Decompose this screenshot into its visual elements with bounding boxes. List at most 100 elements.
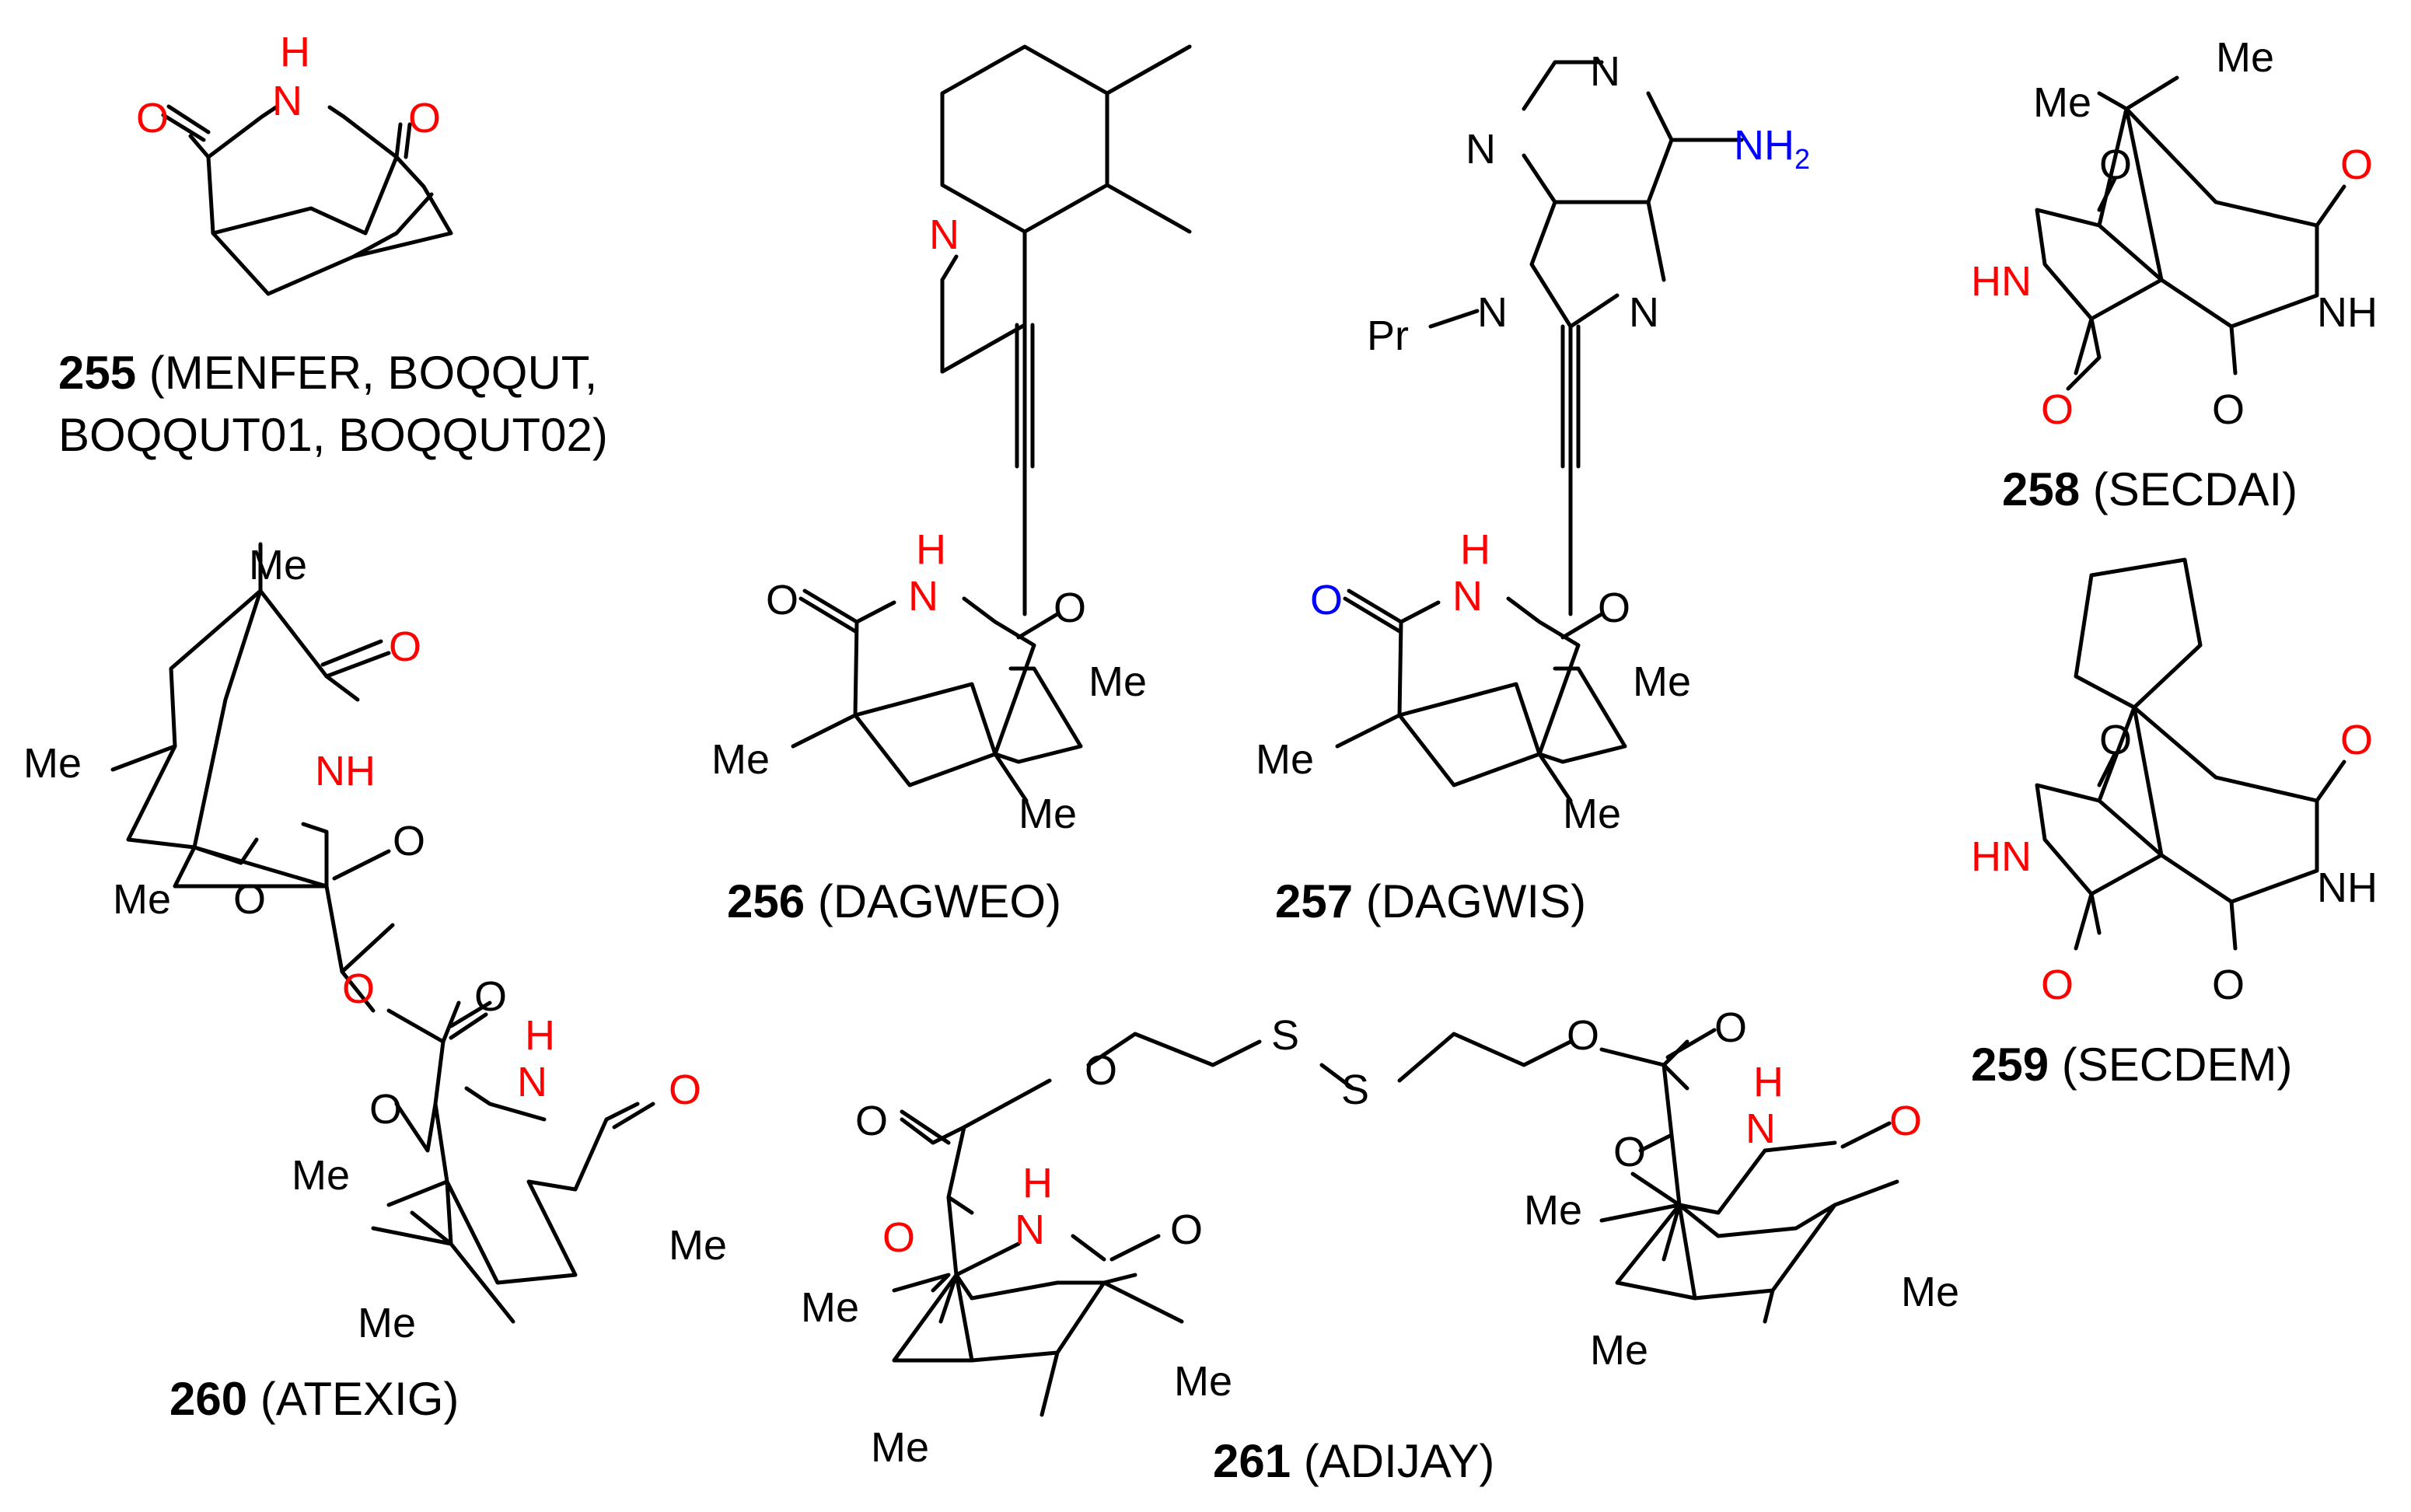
oxygen-label: O bbox=[2041, 386, 2074, 433]
oxygen-label: O bbox=[855, 1098, 888, 1144]
methyl-label: Me bbox=[358, 1300, 416, 1346]
imide-nh-label: HN bbox=[1971, 258, 2032, 305]
oxygen-label: O bbox=[474, 973, 507, 1020]
oxygen-label: O bbox=[369, 1086, 402, 1133]
hydrogen-label: H bbox=[280, 29, 310, 75]
compound-256: N O H N O Me Me Me 256 (DAGWEO) bbox=[711, 44, 1192, 927]
oxygen-label: O bbox=[2099, 717, 2132, 763]
methyl-label: Me bbox=[2033, 79, 2091, 126]
oxygen-label: O bbox=[2212, 962, 2245, 1008]
methyl-label: Me bbox=[669, 1222, 727, 1269]
hydrogen-label: H bbox=[525, 1012, 555, 1059]
compound-number-255: 255 bbox=[58, 347, 136, 399]
methyl-label: Me bbox=[871, 1424, 929, 1471]
oxygen-label: O bbox=[2099, 141, 2132, 188]
hydrogen-label: H bbox=[1022, 1160, 1053, 1206]
methyl-label: Me bbox=[1524, 1187, 1582, 1234]
methyl-label: Me bbox=[1563, 791, 1621, 837]
sulfur-label: S bbox=[1341, 1067, 1369, 1113]
compound-258: Me Me O O HN NH O O 258 (SECDAI) bbox=[1971, 34, 2378, 515]
methyl-label: Me bbox=[2216, 34, 2274, 81]
nitrogen-label: N bbox=[908, 573, 938, 620]
compound-260: Me O Me NH Me O O O O H N O O Me Me Me 2… bbox=[23, 542, 727, 1425]
nitrogen-label: N bbox=[1452, 573, 1483, 620]
methyl-label: Me bbox=[711, 736, 770, 783]
oxygen-label: O bbox=[1170, 1206, 1203, 1253]
oxygen-label: O bbox=[1310, 577, 1343, 623]
purine-nitrogen-label: N bbox=[1629, 289, 1659, 336]
nitrogen-label: N bbox=[1745, 1105, 1776, 1152]
methyl-label: Me bbox=[292, 1152, 350, 1199]
oxygen-label: O bbox=[766, 577, 798, 623]
nitrogen-label: N bbox=[517, 1059, 547, 1105]
hydrogen-label: H bbox=[1460, 526, 1490, 573]
compound-257: N N N N NH2 Pr O H N O Me Me Me 257 (DAG… bbox=[1256, 48, 1810, 927]
refcodes-261: (ADIJAY) bbox=[1304, 1435, 1495, 1487]
refcodes-260: (ATEXIG) bbox=[260, 1373, 459, 1425]
nitrogen-label: N bbox=[1015, 1206, 1045, 1253]
compound-255: O H N O 255 (MENFER, BOQQUT, BOQQUT01, B… bbox=[58, 29, 608, 461]
svg-text:256 (DAGWEO): 256 (DAGWEO) bbox=[727, 875, 1061, 927]
compound-number-260: 260 bbox=[169, 1373, 247, 1425]
refcodes-256: (DAGWEO) bbox=[818, 875, 1061, 927]
methyl-label: Me bbox=[113, 876, 171, 923]
nitrogen-label: NH bbox=[315, 748, 376, 794]
methyl-label: Me bbox=[1633, 658, 1691, 705]
svg-text:260 (ATEXIG): 260 (ATEXIG) bbox=[169, 1373, 459, 1425]
ester-oxygen-label: O bbox=[1085, 1047, 1117, 1094]
oxygen-label: O bbox=[2041, 962, 2074, 1008]
oxygen-label: O bbox=[2340, 141, 2373, 188]
oxygen-label: O bbox=[389, 623, 421, 670]
refcodes-257: (DAGWIS) bbox=[1366, 875, 1586, 927]
compound-number-261: 261 bbox=[1213, 1435, 1291, 1487]
oxygen-label: O bbox=[393, 818, 425, 864]
compound-number-259: 259 bbox=[1971, 1039, 2049, 1091]
imide-nh-label: HN bbox=[1971, 833, 2032, 880]
methyl-label: Me bbox=[1590, 1327, 1648, 1374]
quinoline-nitrogen-label: N bbox=[929, 211, 959, 258]
svg-text:261 (ADIJAY): 261 (ADIJAY) bbox=[1213, 1435, 1494, 1487]
oxygen-label: O bbox=[669, 1067, 701, 1113]
refcodes-255: (MENFER, BOQQUT, bbox=[149, 347, 598, 399]
svg-text:259 (SECDEM): 259 (SECDEM) bbox=[1971, 1039, 2292, 1091]
svg-text:255 (MENFER, BOQQUT,: 255 (MENFER, BOQQUT, bbox=[58, 347, 597, 399]
oxygen-label: O bbox=[2340, 717, 2373, 763]
refcodes-259: (SECDEM) bbox=[2062, 1039, 2293, 1091]
compound-number-256: 256 bbox=[727, 875, 805, 927]
ester-oxygen-label: O bbox=[342, 966, 375, 1012]
oxygen-label: O bbox=[2212, 386, 2245, 433]
methyl-label: Me bbox=[1019, 791, 1077, 837]
sulfur-label: S bbox=[1271, 1012, 1299, 1059]
propyl-label: Pr bbox=[1367, 313, 1409, 359]
compound-number-257: 257 bbox=[1275, 875, 1353, 927]
methyl-label: Me bbox=[1174, 1358, 1232, 1405]
compound-259: O O HN NH O O 259 (SECDEM) bbox=[1971, 557, 2378, 1091]
compound-number-258: 258 bbox=[2002, 463, 2080, 515]
imide-nh-label: NH bbox=[2317, 289, 2378, 336]
oxygen-label: O bbox=[408, 95, 441, 141]
hydrogen-label: H bbox=[916, 526, 946, 573]
purine-nitrogen-label: N bbox=[1466, 126, 1496, 173]
methyl-label: Me bbox=[801, 1284, 859, 1331]
hydrogen-label: H bbox=[1753, 1059, 1784, 1105]
ester-oxygen-label: O bbox=[1567, 1012, 1599, 1059]
oxygen-label: O bbox=[882, 1214, 915, 1261]
methyl-label: Me bbox=[23, 740, 82, 787]
imide-nh-label: NH bbox=[2317, 864, 2378, 911]
svg-text:258 (SECDAI): 258 (SECDAI) bbox=[2002, 463, 2297, 515]
oxygen-label: O bbox=[1598, 585, 1630, 631]
methyl-label: Me bbox=[1088, 658, 1147, 705]
amine-label: NH2 bbox=[1734, 122, 1810, 175]
refcodes-258: (SECDAI) bbox=[2093, 463, 2297, 515]
purine-nitrogen-label: N bbox=[1477, 289, 1508, 336]
svg-text:257 (DAGWIS): 257 (DAGWIS) bbox=[1275, 875, 1586, 927]
methyl-label: Me bbox=[249, 542, 307, 588]
compound-261: O S S O O H N O O Me Me Me 261 (ADIJAY) … bbox=[801, 1004, 1959, 1487]
oxygen-label: O bbox=[233, 876, 266, 923]
methyl-label: Me bbox=[1256, 736, 1314, 783]
oxygen-label: O bbox=[1714, 1004, 1747, 1051]
oxygen-label: O bbox=[1054, 585, 1086, 631]
refcodes-255-line2: BOQQUT01, BOQQUT02) bbox=[58, 409, 608, 461]
oxygen-label: O bbox=[136, 95, 169, 141]
